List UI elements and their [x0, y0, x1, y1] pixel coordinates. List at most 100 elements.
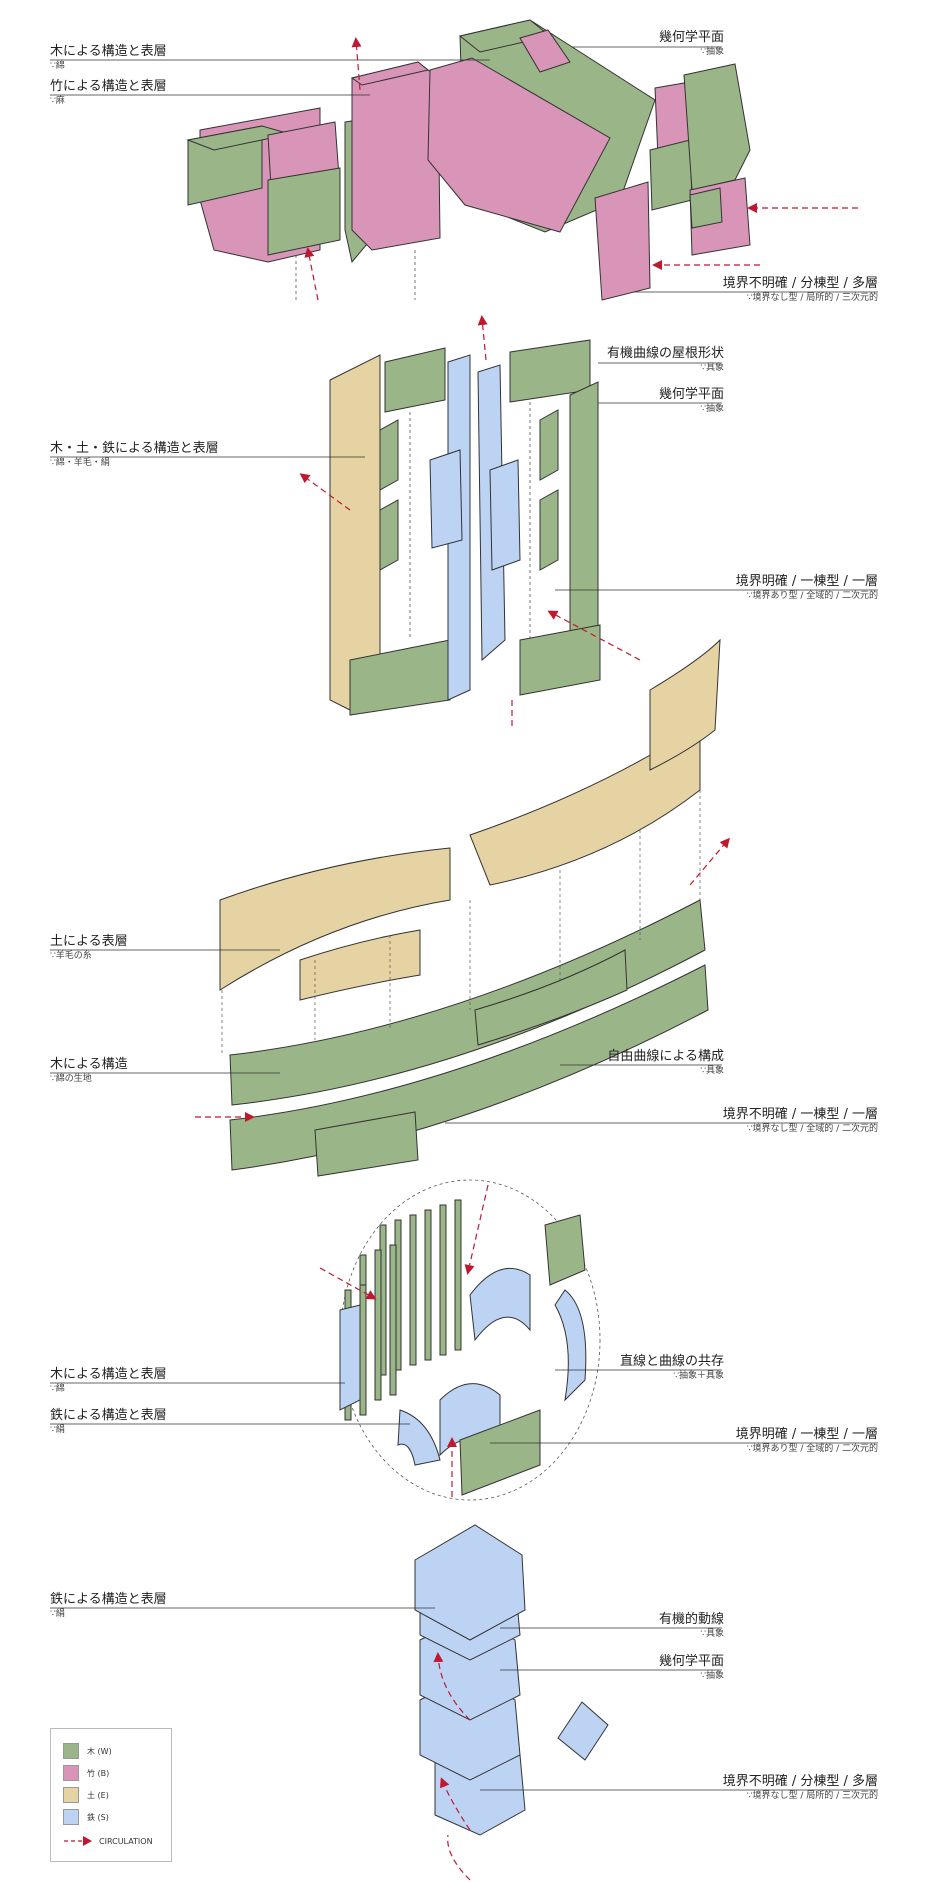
- label-organic-roof: 有機曲線の屋根形状 ∵具象: [607, 346, 724, 374]
- diagram-5-stacked-hexagons: [414, 1524, 609, 1836]
- wood-fin: [379, 419, 399, 491]
- label-main: 有機曲線の屋根形状: [606, 346, 724, 361]
- material-legend: 木 (W) 竹 (B) 土 (E) 鉄 (S) CIRCULATION: [50, 1728, 172, 1862]
- label-main: 鉄による構造と表層: [50, 1592, 167, 1607]
- circulation-arrow: [464, 1184, 489, 1275]
- label-steel-structure: 鉄による構造と表層 ∵絹: [50, 1592, 167, 1620]
- label-boundary-type: 境界不明確 / 分棟型 / 多層 ∵境界なし型 / 局所的 / 三次元的: [723, 276, 878, 304]
- steel-panel-left: [339, 1304, 361, 1411]
- earth-roof-curve-2: [469, 724, 701, 886]
- wood-fin: [539, 409, 559, 481]
- wood-block: [649, 139, 693, 211]
- steel-panel: [429, 449, 463, 549]
- circulation-arrow: [447, 1834, 471, 1881]
- label-organic-circulation: 有機的動線 ∵具象: [659, 1612, 724, 1640]
- label-main: 鉄による構造と表層: [50, 1408, 167, 1423]
- bamboo-tower: [351, 61, 441, 251]
- bamboo-small-block: [594, 181, 651, 301]
- diagram-2-enclosure: [329, 339, 601, 716]
- circulation-arrows: [195, 37, 858, 1881]
- label-boundary-type: 境界明確 / 一棟型 / 一層 ∵境界あり型 / 全域的 / 二次元的: [736, 1427, 878, 1455]
- wood-panel: [314, 1111, 419, 1177]
- wood-corner-wall: [544, 1214, 586, 1286]
- legend-item-earth: 土 (E): [63, 1787, 109, 1803]
- wood-wall-top-left: [384, 347, 446, 413]
- label-sub: ∵絹: [50, 1609, 65, 1619]
- wood-wall-bottom-left: [349, 639, 451, 716]
- legend-label: CIRCULATION: [99, 1836, 153, 1846]
- circulation-arrow: [547, 610, 641, 661]
- label-sub: ∵境界あり型 / 全域的 / 二次元的: [746, 1444, 878, 1454]
- wood-posts: [344, 1199, 462, 1421]
- label-wood-structure: 木による構造と表層 ∵綿: [50, 1367, 167, 1395]
- leader-lines: [50, 46, 878, 1791]
- label-main: 土による表層: [50, 934, 128, 949]
- label-geometric-plan: 幾何学平面 ∵抽象: [659, 387, 724, 415]
- label-main: 境界不明確 / 分棟型 / 多層: [722, 276, 878, 291]
- label-main: 境界不明確 / 一棟型 / 一層: [722, 1107, 878, 1122]
- label-sub: ∵境界なし型 / 全域的 / 二次元的: [746, 1124, 878, 1134]
- label-sub: ∵境界なし型 / 局所的 / 三次元的: [746, 1791, 878, 1801]
- label-sub: ∵羊毛の糸: [50, 951, 92, 961]
- legend-item-circulation: CIRCULATION: [63, 1833, 153, 1849]
- hex-floor-1: [414, 1524, 526, 1641]
- legend-swatch: [63, 1743, 79, 1759]
- diagram-3-curved-layers: [219, 638, 721, 1177]
- steel-curved-wall: [397, 1409, 441, 1466]
- diagram-1-clustered-volumes: [186, 19, 751, 301]
- label-line-curve-coexist: 直線と曲線の共存 ∵抽象＋具象: [620, 1354, 724, 1382]
- label-sub: ∵具象: [700, 1066, 724, 1076]
- steel-panel: [489, 459, 521, 571]
- label-main: 木・土・鉄による構造と表層: [50, 441, 219, 456]
- label-boundary-type: 境界不明確 / 一棟型 / 一層 ∵境界なし型 / 全域的 / 二次元的: [723, 1107, 878, 1135]
- label-bamboo-structure: 竹による構造と表層 ∵麻: [50, 79, 167, 107]
- label-main: 自由曲線による構成: [607, 1049, 724, 1064]
- label-sub: ∵抽象: [700, 404, 724, 414]
- label-sub: ∵綿の生地: [50, 1074, 92, 1084]
- label-sub: ∵境界なし型 / 局所的 / 三次元的: [746, 293, 878, 303]
- circulation-arrow: [304, 247, 319, 301]
- circulation-arrow: [351, 37, 362, 91]
- bamboo-roof-patch: [519, 29, 571, 73]
- label-free-curve: 自由曲線による構成 ∵具象: [607, 1049, 724, 1077]
- label-wood-structure: 木による構造と表層 ∵綿: [50, 44, 167, 72]
- label-sub: ∵境界あり型 / 全域的 / 二次元的: [746, 591, 878, 601]
- label-steel-structure: 鉄による構造と表層 ∵絹: [50, 1408, 167, 1436]
- legend-swatch: [63, 1787, 79, 1803]
- label-sub: ∵綿・羊毛・絹: [50, 458, 110, 468]
- label-sub: ∵抽象: [700, 1671, 724, 1681]
- label-geometric-plan: 幾何学平面 ∵抽象: [659, 30, 724, 58]
- steel-curved-wall: [469, 1267, 531, 1342]
- wood-fin: [539, 489, 559, 571]
- wood-wall-bottom-right: [519, 624, 601, 696]
- legend-swatch: [63, 1809, 79, 1825]
- label-main: 幾何学平面: [658, 30, 724, 45]
- label-main: 竹による構造と表層: [50, 79, 167, 94]
- earth-roof-end: [649, 638, 721, 771]
- label-main: 直線と曲線の共存: [619, 1354, 724, 1369]
- label-sub: ∵絹: [50, 1425, 65, 1435]
- label-main: 木による構造: [50, 1057, 128, 1072]
- wood-panel-upper: [474, 949, 628, 1046]
- wood-tower: [683, 63, 751, 191]
- circulation-arrow-icon: [64, 1836, 92, 1846]
- bamboo-tower-top: [350, 61, 430, 86]
- wood-fin: [379, 499, 399, 571]
- label-geometric-plan: 幾何学平面 ∵抽象: [659, 1654, 724, 1682]
- label-boundary-type: 境界明確 / 一棟型 / 一層 ∵境界あり型 / 全域的 / 二次元的: [736, 574, 878, 602]
- label-sub: ∵綿: [50, 1384, 65, 1394]
- legend-label: 竹 (B): [87, 1768, 110, 1778]
- circulation-arrow: [477, 315, 488, 361]
- label-sub: ∵麻: [50, 96, 65, 106]
- legend-item-bamboo: 竹 (B): [63, 1765, 109, 1781]
- label-main: 幾何学平面: [658, 1654, 724, 1669]
- label-main: 幾何学平面: [658, 387, 724, 402]
- label-main: 境界不明確 / 分棟型 / 多層: [722, 1774, 878, 1789]
- label-main: 境界明確 / 一棟型 / 一層: [735, 574, 878, 589]
- diagram-4-post-grid: [339, 1179, 601, 1501]
- circulation-arrow: [689, 837, 730, 886]
- legend-label: 土 (E): [87, 1790, 109, 1800]
- wood-block: [267, 167, 341, 256]
- label-sub: ∵綿: [50, 61, 65, 71]
